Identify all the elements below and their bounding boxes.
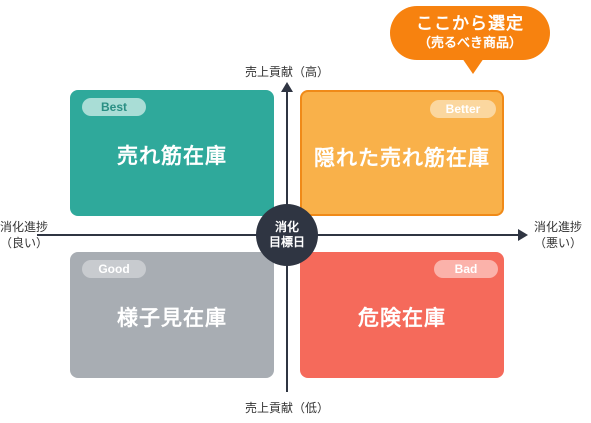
- callout-bubble: ここから選定 （売るべき商品）: [390, 6, 550, 60]
- quadrant-label-good: 様子見在庫: [117, 306, 227, 330]
- quadrant-good: Good 様子見在庫: [70, 252, 274, 378]
- axis-label-right: 消化進捗 （悪い）: [525, 219, 591, 251]
- vertical-axis-arrow: [281, 82, 293, 92]
- callout-tail: [462, 58, 484, 74]
- quadrant-label-better: 隠れた売れ筋在庫: [314, 146, 490, 170]
- axis-label-left: 消化進捗 （良い）: [0, 219, 49, 251]
- axis-label-bottom: 売上貢献（低）: [244, 401, 329, 415]
- center-circle: 消化 目標日: [256, 204, 318, 266]
- axis-label-left-line1: 消化進捗: [0, 220, 49, 234]
- axis-label-top: 売上貢献（高）: [244, 65, 329, 79]
- center-label-line2: 目標日: [268, 235, 305, 249]
- badge-good: Good: [82, 260, 146, 278]
- quadrant-label-bad: 危険在庫: [358, 306, 446, 330]
- badge-bad: Bad: [434, 260, 498, 278]
- callout-main-text: ここから選定: [416, 14, 524, 34]
- badge-better: Better: [430, 100, 496, 118]
- quadrant-better: Better 隠れた売れ筋在庫: [300, 90, 504, 216]
- quadrant-bad: Bad 危険在庫: [300, 252, 504, 378]
- center-label-line1: 消化: [274, 220, 299, 234]
- badge-best: Best: [82, 98, 146, 116]
- callout-sub-text: （売るべき商品）: [417, 36, 522, 51]
- horizontal-axis-arrow: [518, 229, 528, 241]
- axis-label-left-line2: （良い）: [0, 236, 49, 250]
- axis-label-right-line2: （悪い）: [533, 236, 582, 250]
- axis-label-right-line1: 消化進捗: [533, 220, 582, 234]
- quadrant-best: Best 売れ筋在庫: [70, 90, 274, 216]
- quadrant-label-best: 売れ筋在庫: [117, 144, 227, 168]
